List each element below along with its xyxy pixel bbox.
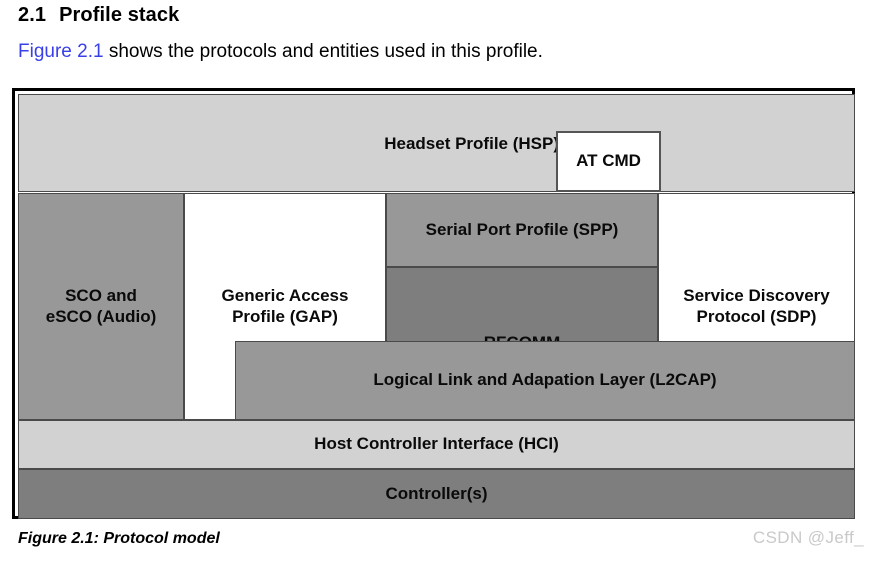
block-sco-esco-line1: SCO and <box>65 285 137 305</box>
block-gap-line2: Profile (GAP) <box>232 306 338 326</box>
intro-rest-text: shows the protocols and entities used in… <box>103 41 543 62</box>
figure-caption: Figure 2.1: Protocol model <box>18 530 220 547</box>
block-sco-esco: SCO and eSCO (Audio) <box>18 193 184 420</box>
watermark: CSDN @Jeff_ <box>752 528 864 547</box>
block-spp-label: Serial Port Profile (SPP) <box>425 219 619 239</box>
block-controller-label: Controller(s) <box>385 483 488 503</box>
block-at-cmd: AT CMD <box>556 131 661 192</box>
section-title-text: Profile stack <box>59 4 180 26</box>
section-number: 2.1 <box>18 4 47 26</box>
protocol-stack-diagram: Headset Profile (HSP) AT CMD SCO and eSC… <box>18 94 855 519</box>
block-headset-profile: Headset Profile (HSP) <box>18 94 855 192</box>
block-l2cap-label: Logical Link and Adapation Layer (L2CAP) <box>373 370 717 390</box>
block-headset-profile-label: Headset Profile (HSP) <box>384 133 559 153</box>
block-hci-label: Host Controller Interface (HCI) <box>314 434 559 454</box>
block-l2cap: Logical Link and Adapation Layer (L2CAP) <box>235 341 855 420</box>
page-title: 2.1 Profile stack <box>18 4 179 27</box>
block-sco-esco-line2: eSCO (Audio) <box>45 306 157 326</box>
intro-paragraph: Figure 2.1 shows the protocols and entit… <box>18 41 543 63</box>
block-sdp-line2: Protocol (SDP) <box>696 306 817 326</box>
block-at-cmd-label: AT CMD <box>576 151 641 171</box>
block-host-controller-interface: Host Controller Interface (HCI) <box>18 420 855 469</box>
figure-reference-link[interactable]: Figure 2.1 <box>18 41 104 62</box>
block-sdp-line1: Service Discovery <box>683 285 830 305</box>
block-gap-line1: Generic Access <box>221 285 349 305</box>
protocol-stack-figure: Headset Profile (HSP) AT CMD SCO and eSC… <box>12 88 855 519</box>
block-controller: Controller(s) <box>18 469 855 519</box>
block-serial-port-profile: Serial Port Profile (SPP) <box>386 193 658 267</box>
